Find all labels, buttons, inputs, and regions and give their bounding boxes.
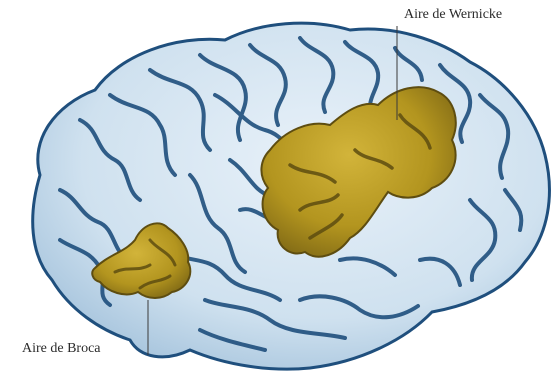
wernicke-label: Aire de Wernicke xyxy=(404,7,502,23)
broca-label: Aire de Broca xyxy=(22,341,101,357)
